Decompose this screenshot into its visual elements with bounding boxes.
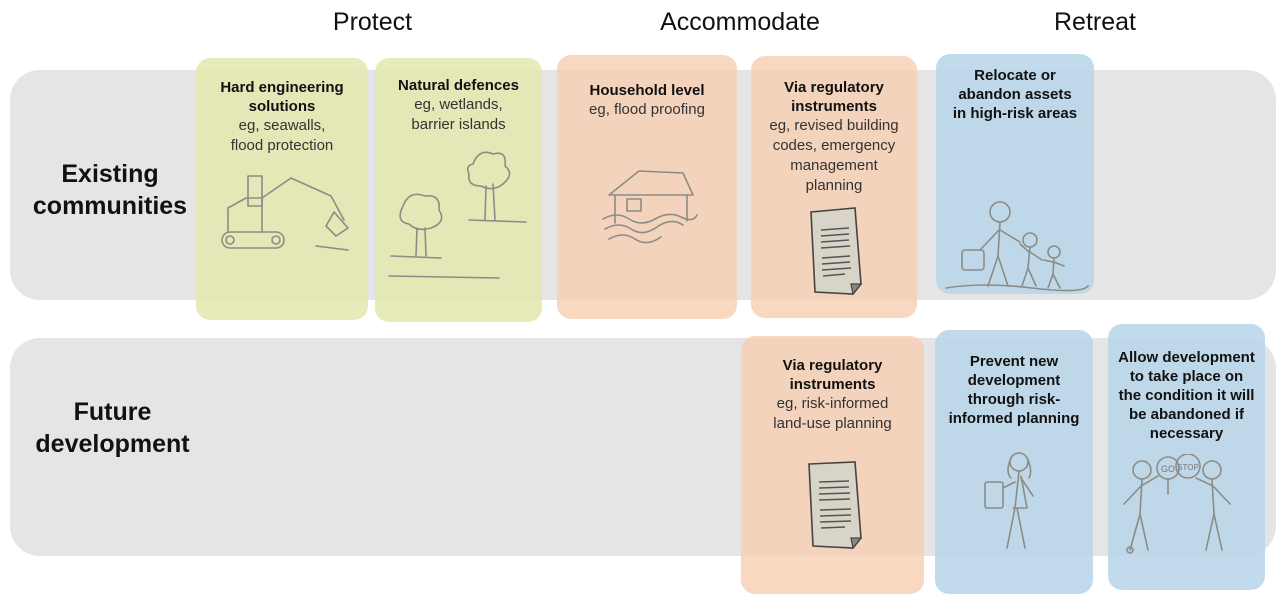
cell-prevent-new-development: Prevent new development through risk- in… <box>935 330 1093 594</box>
cell-title-line: Natural defences <box>398 77 519 94</box>
cell-sub-line: eg, risk-informed <box>776 395 889 412</box>
cell-title-line: Via regulatory <box>782 357 883 374</box>
row-label-line: Existing <box>61 160 159 188</box>
cell-sub-line: eg, wetlands, <box>414 96 503 113</box>
cell-title-line: instruments <box>789 376 876 393</box>
cell-sub-line: planning <box>805 177 863 194</box>
trees-icon <box>388 151 527 279</box>
family-walking-icon <box>945 201 1089 292</box>
cell-title-line: Prevent new <box>969 353 1059 370</box>
cell-title-line: instruments <box>791 98 877 115</box>
cell-title-line: the condition it will <box>1118 387 1255 404</box>
row-label-existing-communities: Existing communities <box>20 158 200 222</box>
cell-sub-line: management <box>790 157 878 174</box>
row-label-future-development: Future development <box>20 396 205 460</box>
cell-title-line: in high-risk areas <box>952 105 1078 122</box>
cell-title-line: be abandoned if <box>1128 406 1244 423</box>
row-label-line: Future <box>73 398 152 426</box>
cell-title-line: informed planning <box>948 410 1080 427</box>
row-label-line: communities <box>32 192 188 220</box>
cell-title-line: Allow development <box>1118 349 1255 366</box>
document-icon <box>810 207 863 296</box>
cell-title-line: Household level <box>589 82 705 99</box>
column-header-accommodate: Accommodate <box>660 8 820 36</box>
cell-sub-line: flood protection <box>230 137 334 154</box>
cell-title-line: Hard engineering <box>220 79 344 96</box>
stop-sign-text: STOP <box>1177 463 1199 472</box>
cell-regulatory-future: Via regulatory instruments eg, risk-info… <box>741 336 924 594</box>
cell-title-line: Relocate or <box>974 67 1056 84</box>
flooded-house-icon <box>602 170 698 244</box>
cell-title-line: development <box>967 372 1061 389</box>
document-icon <box>808 461 863 550</box>
row-label-line: development <box>35 430 190 458</box>
cell-title-line: Via regulatory <box>784 79 884 96</box>
column-header-retreat: Retreat <box>1054 8 1136 36</box>
cell-title-line: through risk- <box>967 391 1061 408</box>
cell-title-line: necessary <box>1149 425 1224 442</box>
cell-relocate-abandon: Relocate or abandon assets in high-risk … <box>936 54 1094 294</box>
cell-household-level: Household level eg, flood proofing <box>557 55 737 319</box>
cell-title-line: solutions <box>248 98 316 115</box>
cell-natural-defences: Natural defences eg, wetlands, barrier i… <box>375 58 542 322</box>
column-header-protect: Protect <box>332 8 413 36</box>
cell-title-line: abandon assets <box>958 86 1072 103</box>
planner-with-clipboard-icon <box>984 452 1034 549</box>
go-sign-text: GO <box>1161 464 1175 474</box>
cell-allow-development: Allow development to take place on the c… <box>1108 324 1265 590</box>
cell-title-line: to take place on <box>1129 368 1244 385</box>
cell-sub-line: eg, flood proofing <box>589 101 705 118</box>
cell-sub-line: eg, seawalls, <box>238 117 326 134</box>
cell-sub-line: codes, emergency <box>772 137 896 154</box>
go-stop-signs-icon: GO STOP <box>1123 454 1231 554</box>
excavator-icon <box>221 175 349 251</box>
cell-sub-line: land-use planning <box>773 415 892 432</box>
cell-sub-line: eg, revised building <box>769 117 899 134</box>
cell-regulatory-existing: Via regulatory instruments eg, revised b… <box>751 56 917 318</box>
cell-hard-engineering: Hard engineering solutions eg, seawalls,… <box>196 58 368 320</box>
cell-sub-line: barrier islands <box>411 116 506 133</box>
